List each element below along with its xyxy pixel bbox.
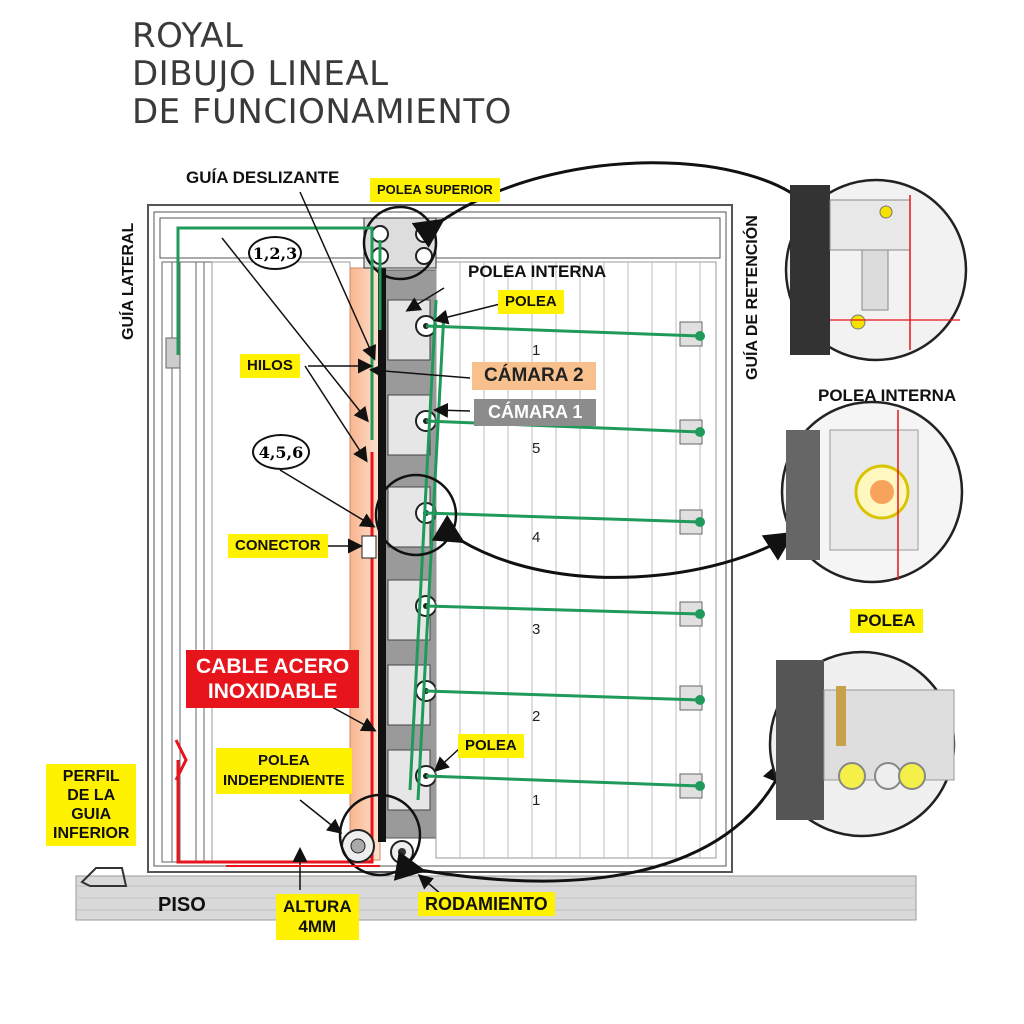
oval-label-123: 1,2,3 xyxy=(248,236,302,270)
label-altura-line1: ALTURA xyxy=(283,897,352,916)
label-cable-acero-line1: CABLE ACERO xyxy=(196,655,350,678)
label-detail-polea-interna: POLEA INTERNA xyxy=(818,386,957,405)
label-cable-acero: CABLE ACERO INOXIDABLE xyxy=(186,650,360,708)
label-conector: CONECTOR xyxy=(228,534,328,558)
label-perfil-line1: PERFIL xyxy=(62,768,120,785)
red-cable xyxy=(174,452,374,864)
title-line-2: DIBUJO LINEAL xyxy=(132,54,389,94)
label-polea-independiente-line2: INDEPENDIENTE xyxy=(223,772,345,789)
label-polea-superior: POLEA SUPERIOR xyxy=(370,178,500,202)
label-polea-top: POLEA xyxy=(498,290,564,314)
title-line-3: DE FUNCIONAMIENTO xyxy=(132,92,512,132)
label-perfil-guia-inferior: PERFIL DE LA GUIA INFERIOR xyxy=(46,764,137,846)
label-altura: ALTURA 4MM xyxy=(276,894,359,940)
bottom-guide-profile xyxy=(80,867,128,887)
panel-number: 2 xyxy=(532,708,541,725)
label-polea-independiente-line1: POLEA xyxy=(258,752,310,769)
label-hilos: HILOS xyxy=(240,354,300,378)
label-guia-lateral: GUÍA LATERAL xyxy=(120,222,137,340)
panel-number: 3 xyxy=(532,621,541,638)
panel-number: 1 xyxy=(532,792,541,809)
label-polea-bottom: POLEA xyxy=(458,734,524,758)
pleated-panels xyxy=(435,261,717,859)
oval-label-456: 4,5,6 xyxy=(252,434,310,470)
label-camara-1: CÁMARA 1 xyxy=(474,399,597,426)
label-piso: PISO xyxy=(158,894,206,916)
label-detail-polea: POLEA xyxy=(850,609,923,633)
label-polea-interna: POLEA INTERNA xyxy=(468,262,607,281)
label-perfil-line2: DE LA xyxy=(67,787,116,804)
label-polea-independiente: POLEA INDEPENDIENTE xyxy=(216,748,352,794)
top-pulley-assembly xyxy=(362,205,438,281)
panel-number: 4 xyxy=(532,529,541,546)
left-side-guide xyxy=(161,261,213,863)
panel-number: 5 xyxy=(532,440,541,457)
label-rodamiento: RODAMIENTO xyxy=(418,892,555,916)
detail-photo-internal-pulley xyxy=(780,400,964,584)
label-camara-2: CÁMARA 2 xyxy=(472,362,596,390)
label-perfil-line3: GUIA xyxy=(71,806,112,823)
label-perfil-line4: INFERIOR xyxy=(53,825,130,842)
detail-photo-pulley xyxy=(768,650,956,838)
label-cable-acero-line2: INOXIDABLE xyxy=(207,680,338,703)
sliding-guide-rail xyxy=(378,262,386,842)
title-line-1: ROYAL xyxy=(132,16,244,56)
retention-clips xyxy=(679,321,703,799)
panel-number: 1 xyxy=(532,342,541,359)
detail-photo-top-pulley xyxy=(784,178,968,362)
connector-part xyxy=(361,535,377,559)
floor xyxy=(75,875,917,921)
label-altura-line2: 4MM xyxy=(298,917,337,936)
camara2-strip xyxy=(349,267,381,861)
label-guia-retencion: GUÍA DE RETENCIÓN xyxy=(744,215,761,380)
label-guia-deslizante: GUÍA DESLIZANTE xyxy=(186,168,340,187)
